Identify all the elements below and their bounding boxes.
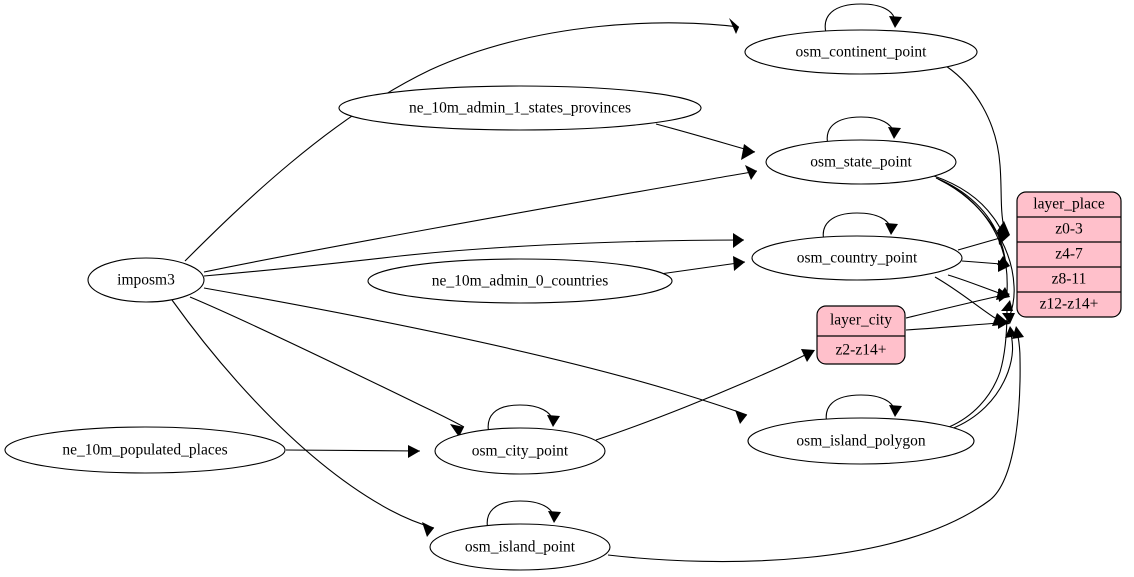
node-osm_island_point[interactable]: osm_island_point [429,523,611,571]
edge-states_provinces-to-osm_state_point [655,123,756,160]
edge-self-osm_state_point [826,116,901,146]
record-layer_place-title: layer_place [1033,196,1105,213]
edge-imposm3-to-osm_continent_point [184,18,740,262]
edge-osm_city_point-to-layer_city-z2-z14 [595,349,815,441]
node-osm_state_point[interactable]: osm_state_point [765,139,957,185]
edge-osm_island_polygon-to-layer_place-z12-z14 [950,326,1017,430]
record-layer_place-row-z12-z14[interactable]: z12-z14+ [1040,296,1099,313]
node-ne_10m_populated_places-label: ne_10m_populated_places [62,442,227,459]
record-layer_city-row-z2-z14[interactable]: z2-z14+ [836,342,887,359]
edge-layer_city-to-layer_place-z8-11 [905,289,1010,319]
node-osm_island_polygon[interactable]: osm_island_polygon [747,417,975,465]
edge-imposm3-to-osm_state_point [203,165,758,273]
edges-layer [171,3,1024,563]
edge-osm_country_point-to-layer_place-z0-3 [957,232,1010,251]
record-layer_city[interactable]: layer_city z2-z14+ [816,305,906,365]
record-layer_place-row-z0-3[interactable]: z0-3 [1055,221,1083,238]
node-osm_country_point-label: osm_country_point [797,250,918,267]
edge-osm_island_polygon-to-layer_place-z8-11 [948,300,1013,428]
node-osm_city_point-label: osm_city_point [472,443,569,460]
node-osm_city_point[interactable]: osm_city_point [434,427,606,475]
edge-osm_island_point-to-layer_place-z12-z14 [607,326,1024,563]
node-osm_continent_point-label: osm_continent_point [796,44,928,61]
node-ne_10m_admin_0_countries[interactable]: ne_10m_admin_0_countries [367,258,673,304]
node-osm_continent_point[interactable]: osm_continent_point [744,29,978,75]
edge-self-osm_city_point [487,404,560,435]
edge-self-osm_continent_point [824,3,902,34]
edge-osm_state_point-to-layer_place-z0-3 [933,175,1010,235]
nodes-layer: imposm3 ne_10m_admin_1_states_provinces … [4,29,978,571]
edge-populated_places-to-osm_city_point [285,445,421,458]
edge-osm_continent_point-to-layer_place-z0-3 [945,65,1010,235]
edge-self-osm_island_polygon [825,394,902,425]
node-ne_10m_admin_1_states_provinces[interactable]: ne_10m_admin_1_states_provinces [338,85,702,131]
edge-imposm3-to-osm_island_point [171,299,435,537]
node-osm_island_point-label: osm_island_point [465,539,576,556]
record-layer_place-row-z8-11[interactable]: z8-11 [1052,271,1087,288]
node-osm_state_point-label: osm_state_point [810,154,912,171]
edge-imposm3-to-osm_city_point [189,296,465,437]
edge-admin_0_countries-to-osm_country_point [659,256,746,275]
node-osm_country_point[interactable]: osm_country_point [751,235,963,281]
record-layer_place-row-z4-7[interactable]: z4-7 [1055,246,1083,263]
edge-layer_city-to-layer_place-z12-z14 [905,317,1010,331]
node-imposm3[interactable]: imposm3 [87,257,205,303]
record-layer_city-title: layer_city [830,312,892,329]
edge-imposm3-to-osm_country_point [203,233,745,277]
node-imposm3-label: imposm3 [117,272,175,289]
records-layer: layer_place z0-3 z4-7 z8-11 z12-z14+ lay… [816,191,1122,365]
edge-self-osm_island_point [486,500,561,531]
edge-self-osm_country_point [822,212,898,242]
node-osm_island_polygon-label: osm_island_polygon [796,433,925,450]
node-ne_10m_admin_1_states_provinces-label: ne_10m_admin_1_states_provinces [409,100,631,117]
node-ne_10m_admin_0_countries-label: ne_10m_admin_0_countries [432,273,609,290]
edge-osm_country_point-to-layer_place-z4-7 [961,260,1010,272]
node-ne_10m_populated_places[interactable]: ne_10m_populated_places [4,426,286,474]
edge-imposm3-to-osm_island_polygon [203,287,748,424]
record-layer_place[interactable]: layer_place z0-3 z4-7 z8-11 z12-z14+ [1016,191,1122,318]
